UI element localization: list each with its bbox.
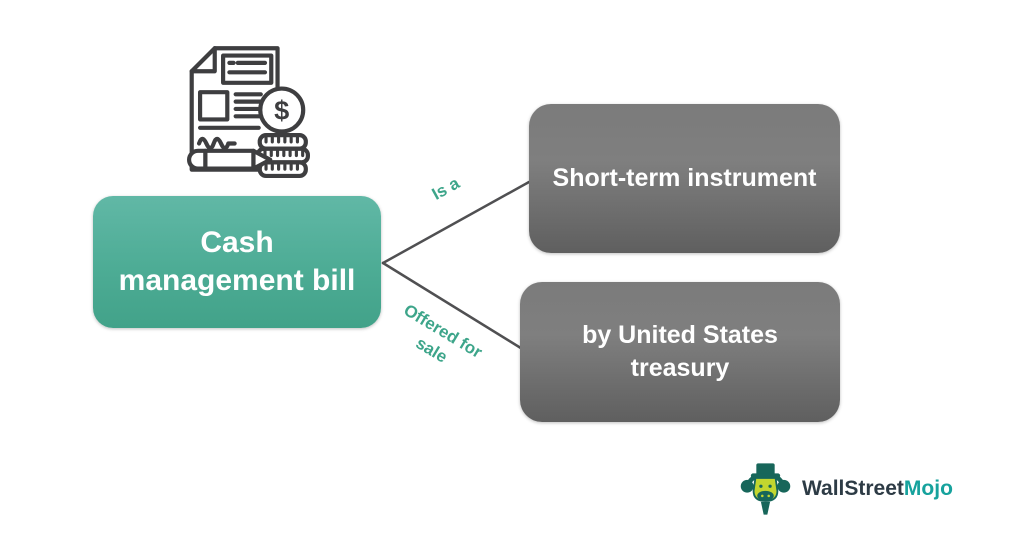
logo-text: WallStreetMojo (802, 477, 953, 501)
branch-node-label: Short-term instrument (552, 164, 817, 192)
node-short-term-instrument: Short-term instrument (529, 104, 840, 253)
header-lines (227, 60, 268, 75)
invoice-dollar-icon: $ (187, 46, 310, 179)
page-fold (189, 46, 217, 74)
pencil (187, 148, 273, 171)
root-node-label: Cash management bill (118, 226, 356, 297)
node-by-united-states-treasury: by United States treasury (520, 282, 840, 422)
connector-line-offered-for-sale (381, 261, 526, 352)
text-lines (197, 92, 263, 130)
wallstreetmojo-logo: WallStreetMojo (738, 458, 953, 520)
logo-text-accent: Mojo (903, 477, 953, 500)
photo-placeholder (197, 90, 230, 122)
connector-line-is-a (381, 180, 531, 265)
bull-mascot-icon (740, 463, 791, 515)
logo-text-primary: WallStreet (802, 477, 904, 500)
signature-squiggle (196, 136, 237, 151)
header-box (221, 53, 274, 85)
dollar-sign-glyph: $ (274, 94, 289, 125)
node-cash-management-bill: Cash management bill (93, 196, 381, 328)
coin-ridges (263, 136, 305, 171)
dollar-coin (258, 86, 306, 134)
branch-node-label: by United States treasury (582, 321, 778, 382)
